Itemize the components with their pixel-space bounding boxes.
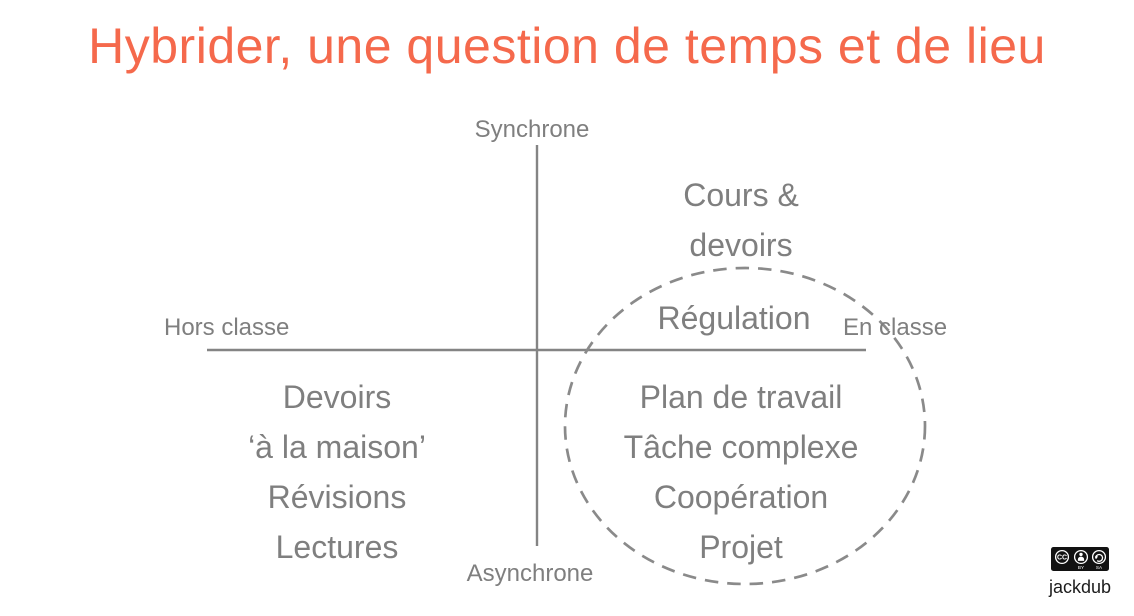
quadrant-bottom-left-line1: Devoirs [282,379,392,415]
author-name: jackdub [1049,577,1112,597]
regulation-label: Régulation [657,300,811,336]
quadrant-bottom-right-text: Plan de travail Tâche complexe Coopérati… [624,372,859,572]
quadrant-top-right-line2: devoirs [689,227,793,263]
quadrant-bottom-right-line4: Projet [699,529,783,565]
quadrant-bottom-left-line3: Révisions [267,479,407,515]
axis-label-asynchrone: Asynchrone [466,560,594,587]
quadrant-top-right-text: Cours & devoirs [683,170,799,270]
slide-title: Hybrider, une question de temps et de li… [88,18,1046,74]
by-person-icon [1073,549,1089,565]
quadrant-top-right-line1: Cours & [683,177,799,213]
sa-share-alike-icon [1091,549,1107,565]
axis-label-hors-classe: Hors classe [164,314,290,341]
quadrant-bottom-right-line1: Plan de travail [639,379,843,415]
quadrant-bottom-left-line2: ‘à la maison’ [248,429,426,465]
quadrant-bottom-right-line2: Tâche complexe [623,429,859,465]
quadrant-bottom-left-text: Devoirs ‘à la maison’ Révisions Lectures [248,372,426,572]
cc-icon: CC [1054,549,1070,565]
by-label: BY [1078,565,1084,570]
sa-label: SA [1096,565,1103,570]
quadrant-bottom-left-line4: Lectures [275,529,399,565]
axis-label-synchrone: Synchrone [474,116,590,143]
credit-block: CC BY SA jackdub [1049,547,1111,598]
svg-text:CC: CC [1057,554,1067,561]
axis-label-en-classe: En classe [843,314,948,341]
cc-by-sa-badge: CC BY SA [1051,547,1109,571]
quadrant-bottom-right-line3: Coopération [653,479,829,515]
